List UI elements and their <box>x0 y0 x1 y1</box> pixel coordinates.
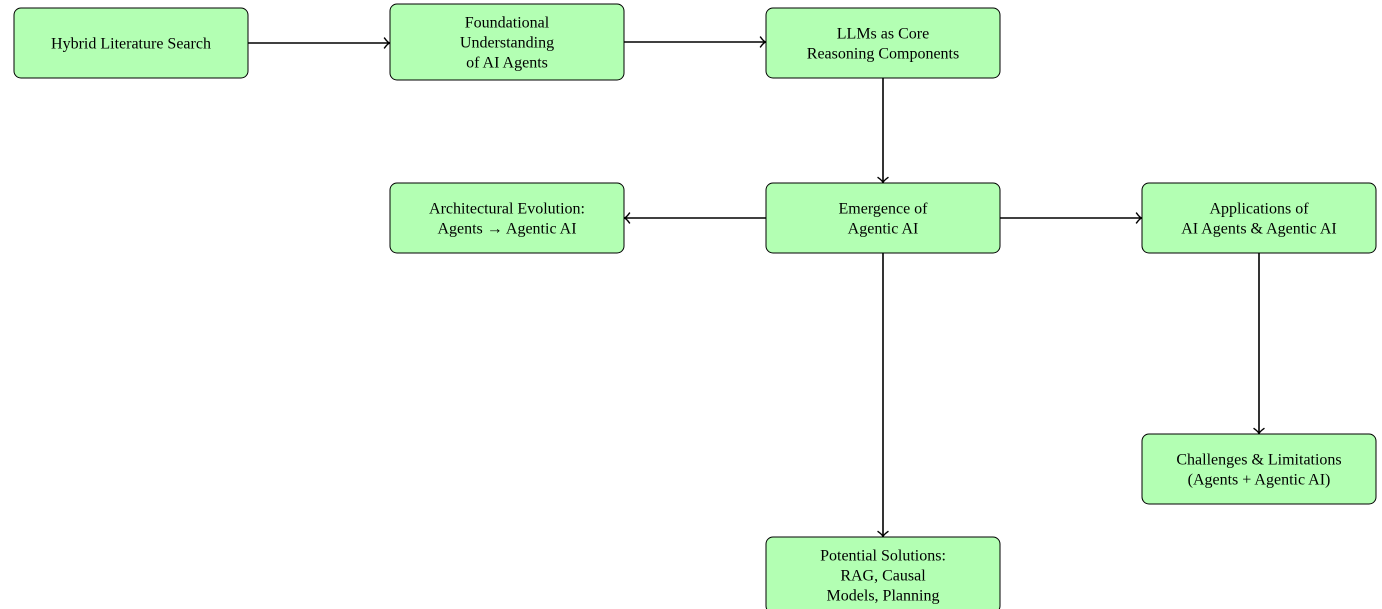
node-emergence: Emergence of Agentic AI <box>765 182 1001 254</box>
node-label-line: Architectural Evolution: <box>429 201 585 218</box>
node-label-line: Challenges & Limitations <box>1176 452 1341 469</box>
edge-emergence-to-solutions <box>877 253 889 538</box>
edge-applications-to-challenges <box>1253 253 1265 435</box>
node-hybrid-search: Hybrid Literature Search <box>13 7 249 79</box>
node-box <box>765 7 1001 79</box>
node-challenges: Challenges & Limitations (Agents + Agenti… <box>1141 433 1377 505</box>
node-box <box>389 3 625 81</box>
node-label-line: Models, Planning <box>827 588 940 605</box>
node-box <box>765 182 1001 254</box>
edge-emergence-to-applications <box>1000 212 1143 224</box>
node-label-line: Understanding <box>460 35 554 52</box>
edges <box>248 36 1265 538</box>
node-label-line: (Agents + Agentic AI) <box>1188 472 1331 489</box>
edge-emergence-to-architectural <box>623 212 766 224</box>
node-architectural: Architectural Evolution: Agents → Agentic… <box>389 182 625 254</box>
node-label-line: Applications of <box>1209 201 1309 218</box>
node-label-line: Agents → Agentic AI <box>437 221 576 238</box>
edge-llms-core-to-emergence <box>877 78 889 184</box>
node-box <box>13 7 249 79</box>
node-label-line: Emergence of <box>839 201 929 218</box>
node-box <box>389 182 625 254</box>
edge-foundational-to-llms-core <box>624 36 767 48</box>
node-label-line: of AI Agents <box>466 55 548 72</box>
node-applications: Applications of AI Agents & Agentic AI <box>1141 182 1377 254</box>
node-label-line: RAG, Causal <box>840 568 926 585</box>
node-box <box>1141 433 1377 505</box>
nodes: Hybrid Literature Search FoundationalUnde… <box>13 3 1377 609</box>
node-box <box>1141 182 1377 254</box>
node-label-line: Potential Solutions: <box>820 548 946 565</box>
node-label-line: Reasoning Components <box>807 46 959 63</box>
node-label-line: Foundational <box>465 15 550 32</box>
node-label-line: Hybrid Literature Search <box>51 36 211 53</box>
node-box <box>765 536 1001 609</box>
edge-hybrid-search-to-foundational <box>248 37 391 49</box>
node-label-line: Agentic AI <box>848 221 919 238</box>
node-label-line: LLMs as Core <box>837 26 929 43</box>
node-label-line: AI Agents & Agentic AI <box>1181 221 1337 238</box>
